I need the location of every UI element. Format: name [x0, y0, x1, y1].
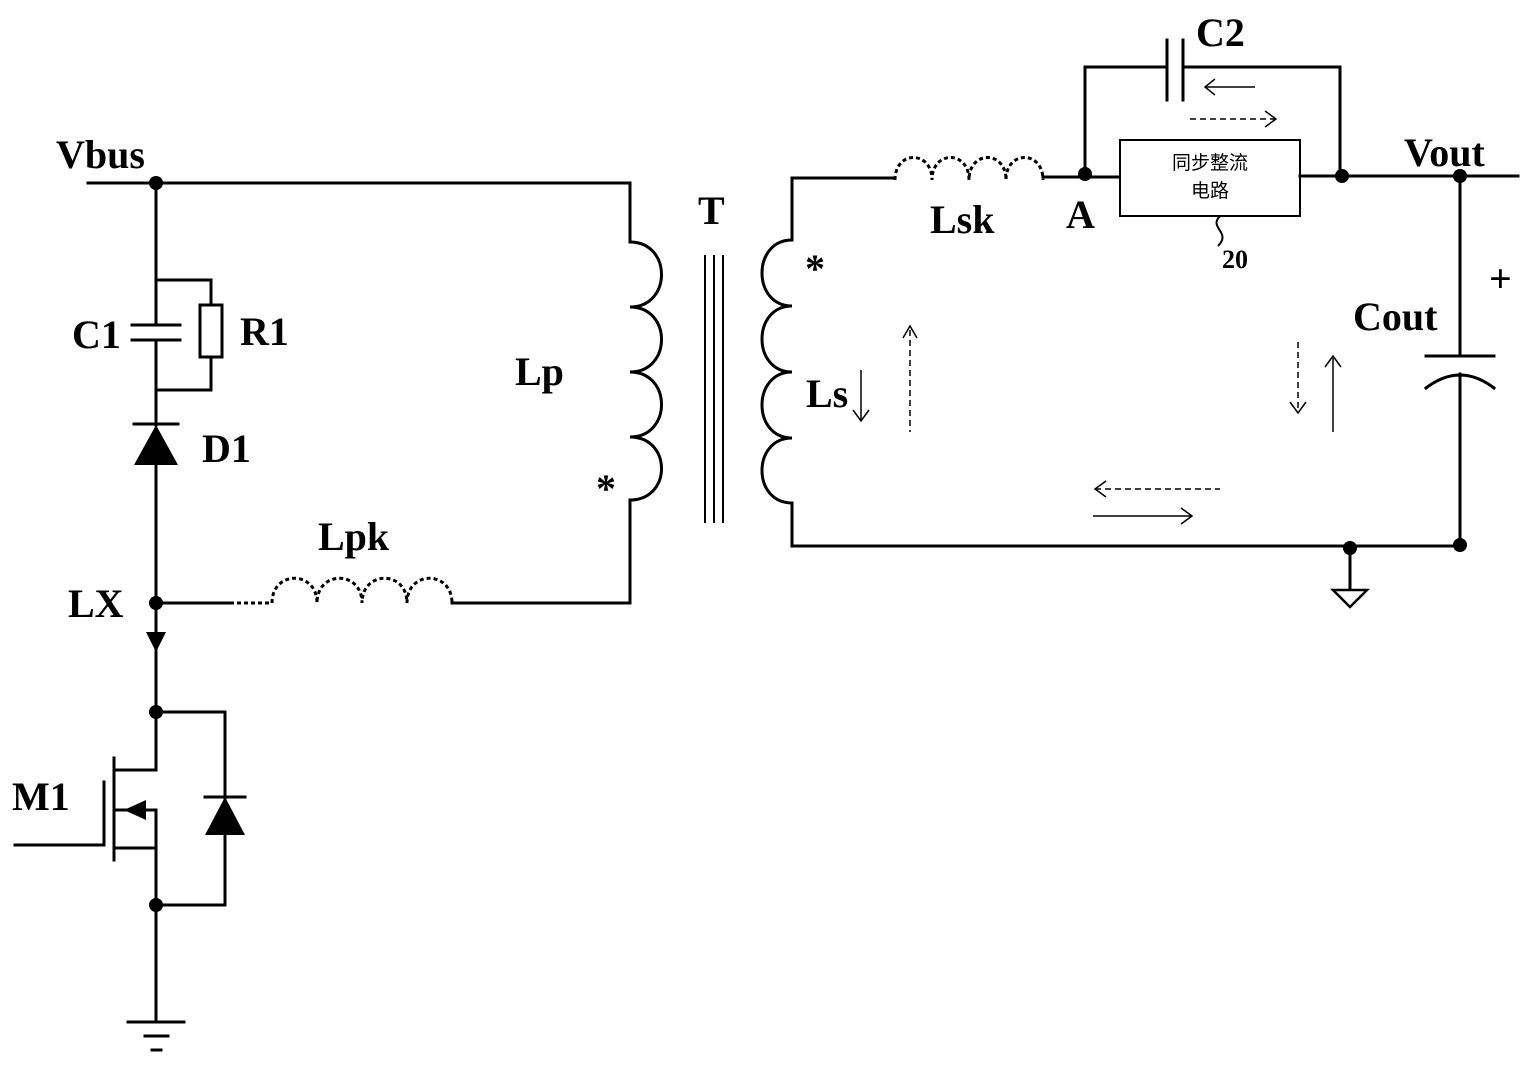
vbus-label: Vbus — [56, 132, 145, 177]
sync-rectifier-line2: 电路 — [1191, 180, 1229, 202]
lp-winding — [629, 240, 663, 502]
secondary-ground-icon — [1329, 546, 1371, 609]
node-a-label: A — [1066, 192, 1095, 237]
ls-label: Ls — [806, 371, 848, 416]
lx-label: LX — [68, 581, 124, 626]
r1-label: R1 — [240, 309, 289, 354]
m1-mosfet — [13, 705, 247, 1024]
secondary-dot-mark: * — [805, 246, 825, 291]
ls-winding — [760, 238, 793, 505]
cout-label: Cout — [1353, 294, 1438, 339]
c1-capacitor — [130, 278, 182, 392]
c1-label: C1 — [72, 312, 121, 357]
primary-side — [13, 176, 663, 1052]
secondary-side — [760, 38, 1520, 609]
cout-capacitor — [1423, 174, 1497, 547]
current-arrows — [852, 78, 1342, 525]
lp-label: Lp — [515, 349, 564, 394]
box-right-node — [1335, 169, 1349, 183]
lx-current-arrow — [146, 632, 166, 652]
lpk-label: Lpk — [318, 514, 390, 559]
m1-label: M1 — [12, 774, 70, 819]
lsk-label: Lsk — [930, 197, 995, 242]
ref-20-leader — [1215, 215, 1224, 247]
ref-20-label: 20 — [1222, 245, 1248, 274]
d1-label: D1 — [202, 426, 251, 471]
d1-diode — [132, 388, 180, 605]
primary-ground-icon — [126, 1020, 186, 1052]
lpk-inductor — [270, 576, 454, 604]
r1-resistor — [198, 278, 224, 392]
primary-dot-mark: * — [596, 466, 616, 511]
lsk-inductor — [893, 156, 1045, 181]
sync-rectifier-line1: 同步整流 — [1172, 152, 1248, 174]
c2-label: C2 — [1196, 10, 1245, 55]
sync-rectifier-box — [1119, 139, 1301, 217]
labels: Vbus C1 R1 D1 LX M1 Lpk Lp T Ls Lsk A C2… — [12, 10, 1512, 819]
plus-sign: + — [1489, 256, 1512, 301]
c2-capacitor — [1165, 38, 1185, 102]
transformer-core — [704, 255, 724, 523]
vout-label: Vout — [1404, 130, 1485, 175]
t-label: T — [698, 188, 725, 233]
